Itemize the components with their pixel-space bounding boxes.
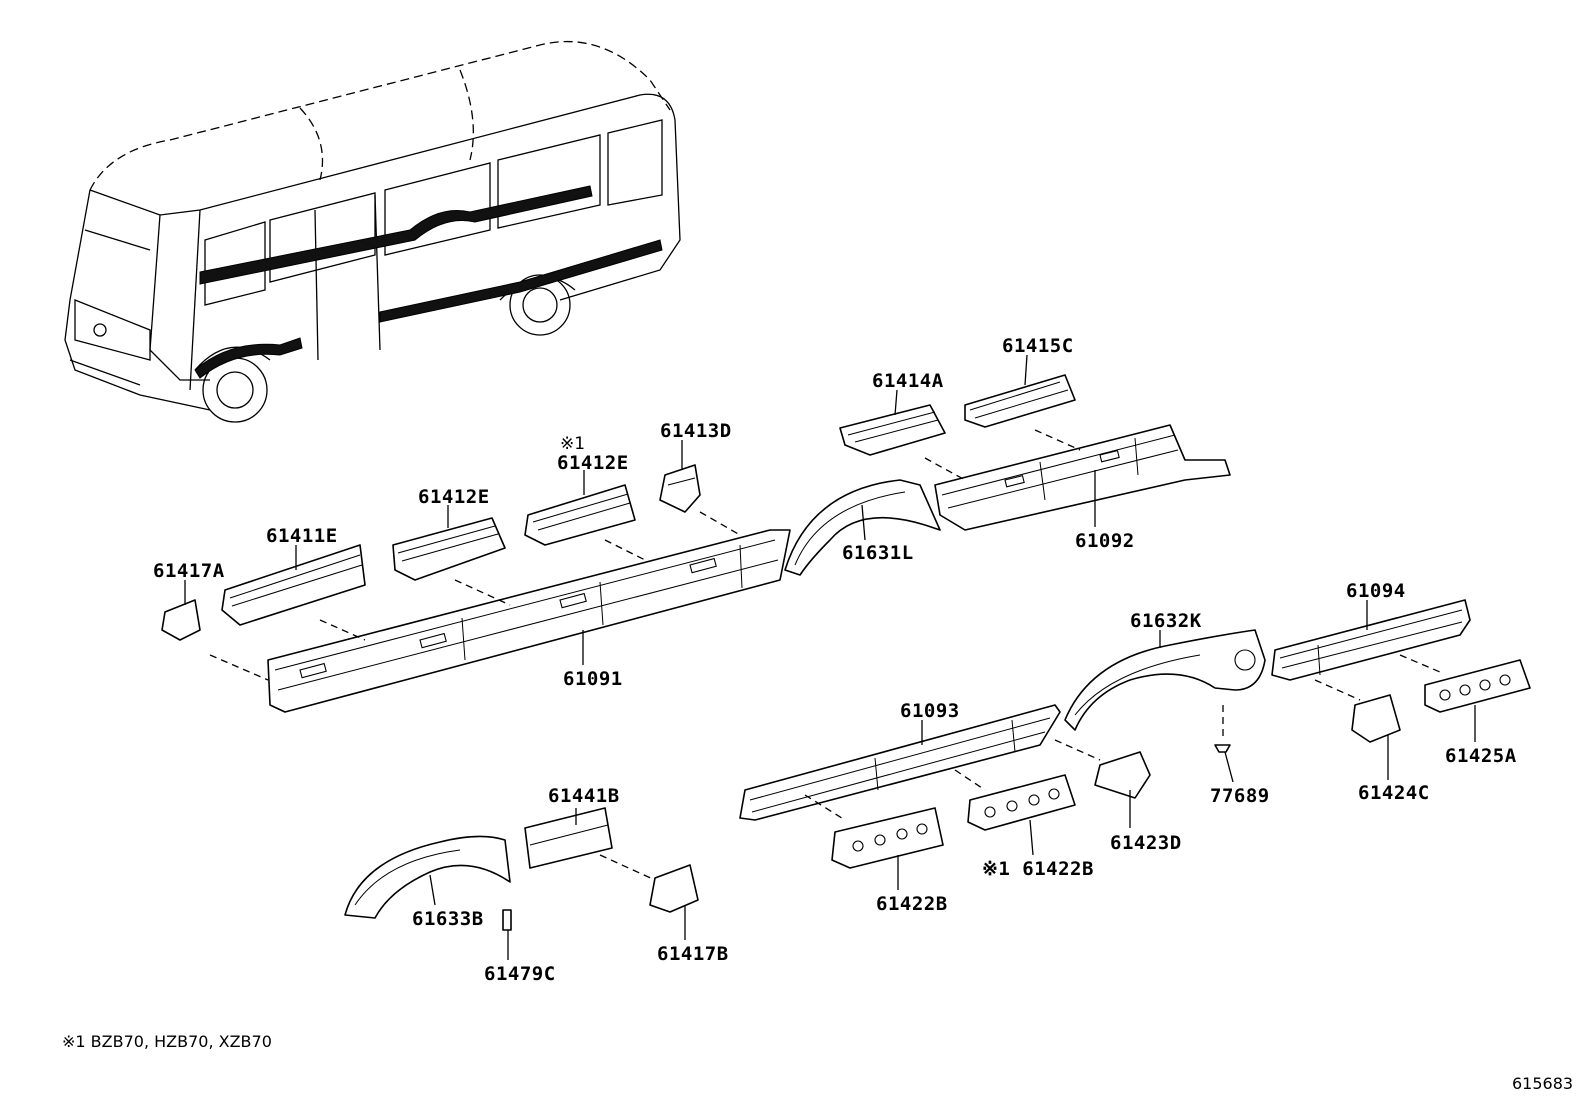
label-61417B: 61417B (657, 943, 729, 965)
label-61632K: 61632K (1130, 610, 1202, 632)
part-61423D (1094, 751, 1151, 799)
part-61425A (1424, 659, 1531, 713)
part-61415C (964, 374, 1076, 428)
label-61412E-upper: 61412E (557, 452, 629, 474)
label-77689: 77689 (1210, 785, 1270, 807)
label-61092: 61092 (1075, 530, 1135, 552)
label-61094: 61094 (1346, 580, 1406, 602)
label-61633B: 61633B (412, 908, 484, 930)
part-61413D (659, 464, 701, 513)
label-61424C: 61424C (1358, 782, 1430, 804)
part-61091 (267, 529, 791, 713)
label-61415C: 61415C (1002, 335, 1074, 357)
part-61479C (502, 909, 512, 931)
part-61632K (1064, 629, 1266, 731)
label-61631L: 61631L (842, 542, 914, 564)
label-61413D: 61413D (660, 420, 732, 442)
label-61422B-lower: 61422B (876, 893, 948, 915)
part-61631L (784, 479, 941, 576)
diagram-id: 615683 (1512, 1074, 1574, 1093)
label-61423D: 61423D (1110, 832, 1182, 854)
part-61422B-upper (967, 774, 1076, 831)
label-61417A: 61417A (153, 560, 225, 582)
label-61093: 61093 (900, 700, 960, 722)
part-61411E (221, 544, 366, 626)
part-61424C (1351, 694, 1401, 743)
part-61422B-lower (831, 807, 944, 869)
part-61633B (344, 835, 511, 919)
part-61417A (161, 599, 201, 641)
dashed-connectors (209, 429, 1441, 881)
part-61414A (839, 404, 946, 456)
label-note-mark: ※1 (560, 434, 586, 454)
part-77689 (1214, 744, 1231, 753)
part-61092 (934, 424, 1231, 531)
label-61414A: 61414A (872, 370, 944, 392)
part-61093 (739, 704, 1061, 821)
label-61441B: 61441B (548, 785, 620, 807)
part-61412E-lower (392, 517, 506, 581)
label-61091: 61091 (563, 668, 623, 690)
part-61094 (1271, 599, 1471, 681)
label-61412E-lower: 61412E (418, 486, 490, 508)
label-61425A: 61425A (1445, 745, 1517, 767)
label-61422B-upper: ※1 61422B (982, 858, 1094, 880)
part-61441B (524, 807, 613, 869)
label-61411E: 61411E (266, 525, 338, 547)
leader-lines (184, 354, 1476, 960)
part-61417B (649, 864, 699, 913)
part-61412E-upper (524, 484, 636, 546)
label-61479C: 61479C (484, 963, 556, 985)
bus-illustration (64, 40, 681, 423)
footnote: ※1 BZB70, HZB70, XZB70 (62, 1032, 272, 1051)
